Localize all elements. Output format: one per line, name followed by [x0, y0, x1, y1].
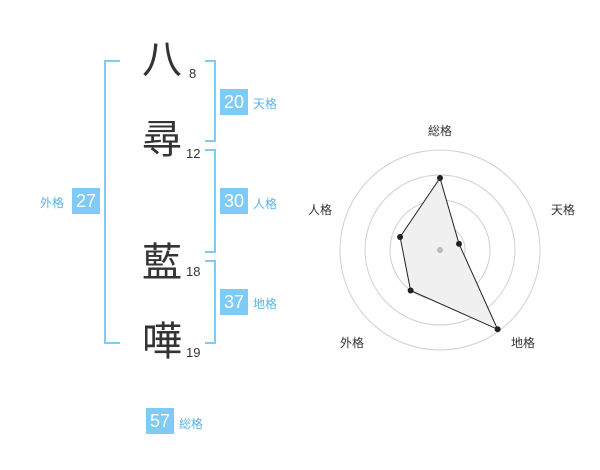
jinkaku-bracket — [205, 149, 216, 253]
gaikaku-value: 27 — [72, 188, 100, 214]
stroke-count-3: 18 — [186, 264, 201, 279]
stroke-count-4: 19 — [186, 345, 201, 360]
soukaku-label: 総格 — [179, 417, 204, 431]
name-char-3: 藍 — [142, 240, 182, 286]
radar-axis-label-jinkaku: 人格 — [308, 203, 333, 217]
tenkaku-bracket — [205, 60, 216, 142]
stroke-count-1: 8 — [189, 66, 197, 81]
jinkaku-label: 人格 — [253, 197, 278, 211]
radar-axis-label-chikaku: 地格 — [511, 336, 536, 350]
tenkaku-label: 天格 — [253, 97, 278, 111]
radar-point — [494, 326, 501, 333]
radar-point — [397, 234, 404, 241]
chikaku-label: 地格 — [253, 297, 278, 311]
soukaku-value: 57 — [146, 408, 174, 434]
name-char-1: 八 — [142, 37, 182, 83]
radar-area — [399, 176, 499, 331]
name-char-4: 嘩 — [142, 319, 182, 365]
radar-axis-label-gaikaku: 外格 — [340, 336, 365, 350]
radar-point — [407, 287, 414, 294]
radar-points — [397, 175, 501, 333]
radar-point — [437, 175, 443, 181]
radar-point — [456, 240, 463, 247]
stroke-count-2: 12 — [186, 146, 201, 161]
jinkaku-value: 30 — [220, 188, 248, 214]
gaikaku-bracket — [104, 60, 120, 344]
tenkaku-value: 20 — [220, 89, 248, 115]
radar-ring — [339, 149, 541, 351]
radar-axis-label-tenkaku: 天格 — [551, 203, 576, 217]
radar-center — [437, 247, 443, 253]
chikaku-value: 37 — [220, 289, 248, 315]
name-char-2: 尋 — [142, 117, 182, 163]
radar-axis-label-soukaku: 総格 — [428, 124, 453, 138]
gaikaku-label: 外格 — [40, 196, 65, 210]
chikaku-bracket — [205, 260, 216, 344]
